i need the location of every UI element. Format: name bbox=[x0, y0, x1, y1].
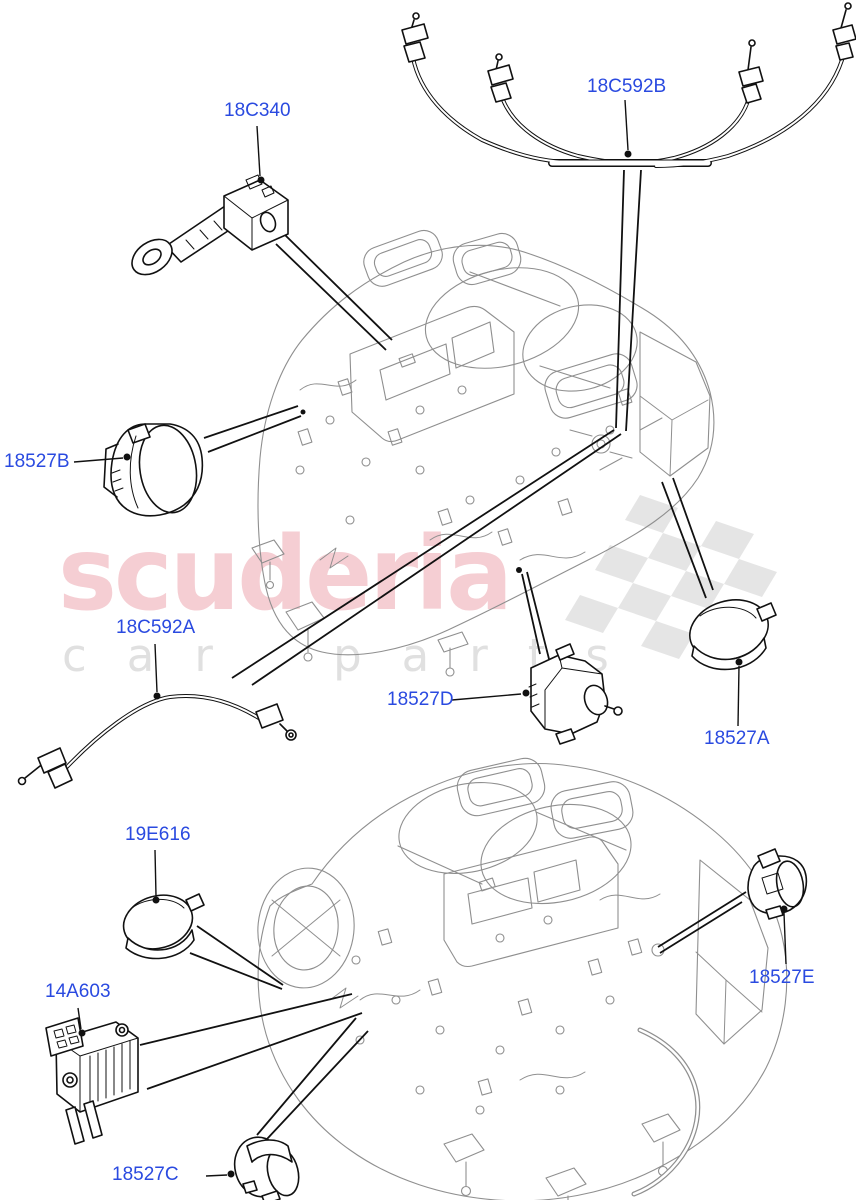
part-drawing-18C592A-cable bbox=[17, 694, 297, 789]
watermark-tagline-text: car parts bbox=[62, 629, 649, 682]
part-drawing-18527D bbox=[528, 643, 623, 745]
part-label-18527A: 18527A bbox=[704, 728, 770, 749]
watermark-brand-text: scuderia bbox=[58, 515, 513, 634]
part-label-18527C: 18527C bbox=[112, 1164, 179, 1185]
part-drawing-18527A bbox=[689, 599, 777, 671]
part-label-18527E: 18527E bbox=[749, 967, 815, 988]
part-drawing-18527C bbox=[233, 1136, 300, 1200]
part-label-18527D: 18527D bbox=[387, 689, 454, 710]
part-drawing-18C340 bbox=[131, 174, 289, 276]
label-leader-lines bbox=[73, 99, 788, 1178]
part-label-18C340: 18C340 bbox=[224, 100, 291, 121]
part-drawing-14A603 bbox=[45, 1017, 139, 1145]
part-label-14A603: 14A603 bbox=[45, 981, 111, 1002]
part-drawing-18C592B-cables bbox=[401, 2, 856, 168]
part-label-18527B: 18527B bbox=[4, 451, 70, 472]
heater-unit-drawing-upper bbox=[251, 229, 715, 677]
part-label-19E616: 19E616 bbox=[125, 824, 191, 845]
part-drawing-18527E bbox=[747, 848, 808, 920]
part-drawing-19E616 bbox=[122, 893, 205, 960]
part-label-18C592B: 18C592B bbox=[587, 76, 667, 97]
part-drawing-18527B bbox=[103, 423, 204, 517]
part-label-18C592A: 18C592A bbox=[116, 617, 196, 638]
heater-unit-drawing-lower bbox=[257, 757, 788, 1200]
watermark-checker-pattern bbox=[565, 495, 777, 659]
callout-pointer-lines bbox=[139, 169, 747, 1140]
